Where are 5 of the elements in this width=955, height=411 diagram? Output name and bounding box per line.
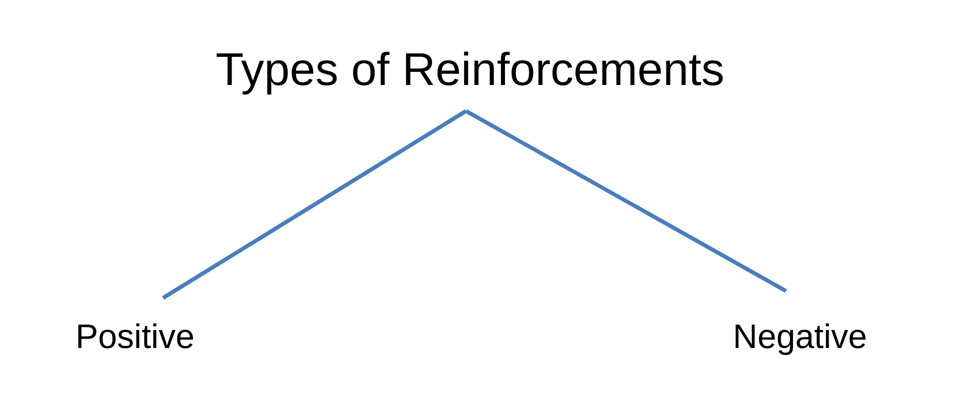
connector-line [465,109,787,293]
connector-line [162,109,468,300]
category-label: Negative [732,318,868,356]
diagram-heading: Types of Reinforcements [216,44,724,95]
category-label: Positive [75,318,195,356]
